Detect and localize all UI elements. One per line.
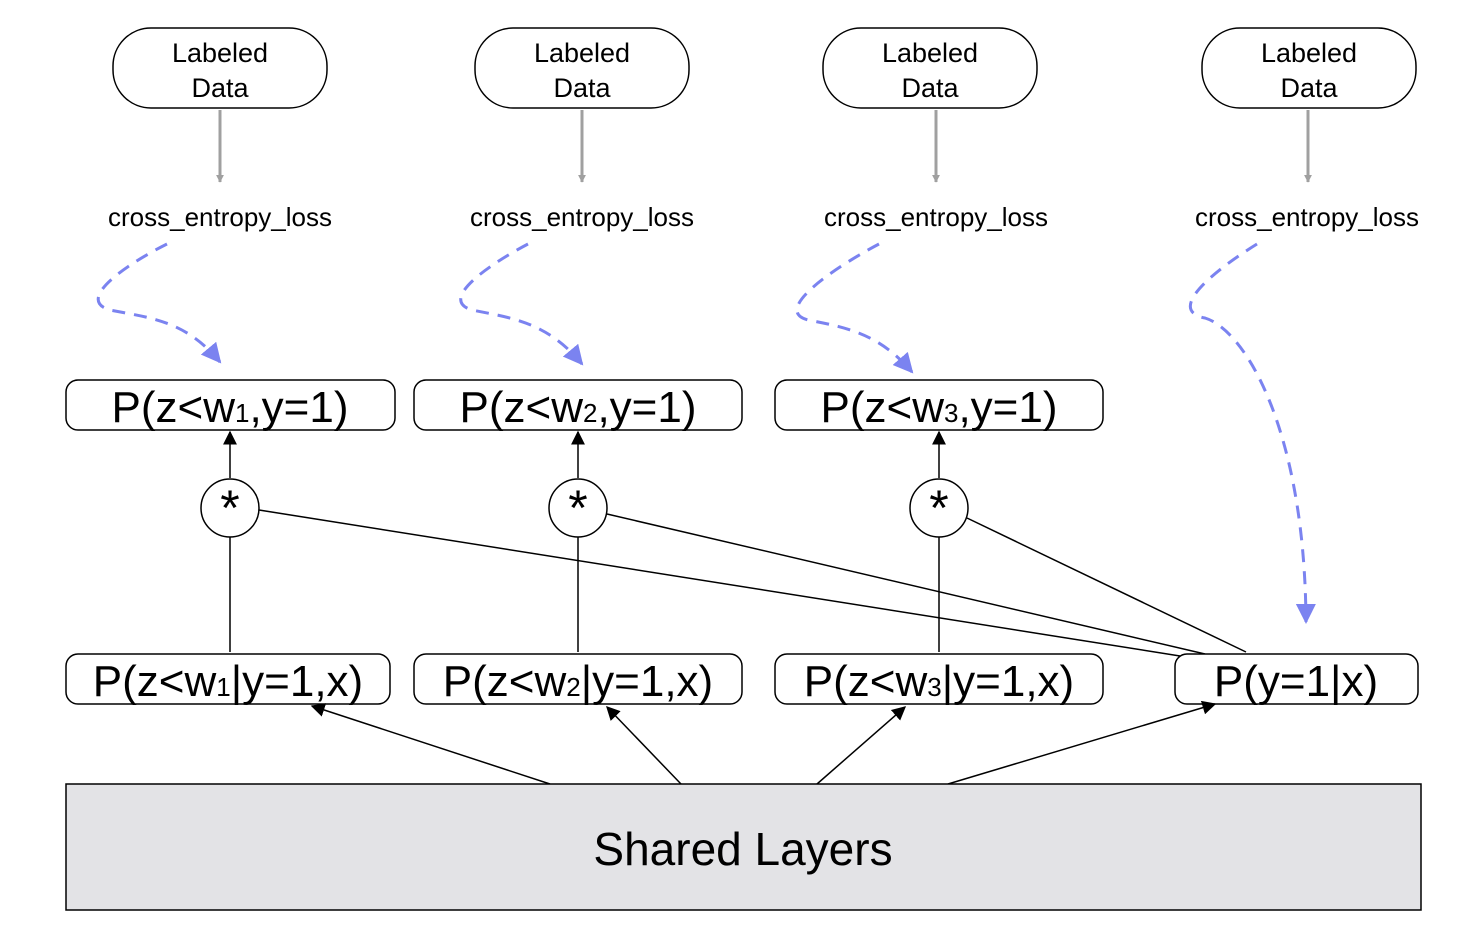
- conditional-node-2: P(z<w2|y=1,x): [413, 653, 743, 706]
- joint-node-label: P(z<w1,y=1): [112, 383, 349, 432]
- labeled-data-line2: Data: [191, 73, 249, 103]
- shared-to-conditional-arrow-2: [606, 705, 682, 785]
- loss-label-1: cross_entropy_loss: [108, 202, 332, 232]
- conditional-node-label: P(z<w2|y=1,x): [443, 657, 713, 706]
- loss-label-2: cross_entropy_loss: [470, 202, 694, 232]
- conditional-node-3: P(z<w3|y=1,x): [774, 653, 1104, 706]
- joint-node-1: P(z<w1,y=1): [65, 379, 396, 432]
- multiply-node-2: *: [548, 478, 608, 538]
- conditional-node-label: P(z<w3|y=1,x): [804, 657, 1074, 706]
- joint-node-3: P(z<w3,y=1): [774, 379, 1104, 432]
- labeled-data-line1: Labeled: [1261, 38, 1357, 68]
- shared-layers-block: Shared Layers: [65, 783, 1422, 911]
- shared-to-conditional-arrow-1: [310, 703, 551, 785]
- loss-label-4: cross_entropy_loss: [1195, 202, 1419, 232]
- joint-node-label: P(z<w2,y=1): [460, 383, 697, 432]
- labeled-data-node-1: Labeled Data: [112, 27, 328, 109]
- marginal-to-multiply-line-2: [606, 513, 1206, 655]
- shared-to-conditional-arrow-3: [816, 706, 907, 785]
- multiply-symbol: *: [220, 480, 239, 536]
- conditional-node-label: P(z<w1|y=1,x): [93, 657, 363, 706]
- marginal-to-multiply-line-3: [966, 517, 1247, 653]
- shared-layers-label: Shared Layers: [593, 823, 892, 875]
- marginal-node: P(y=1|x): [1174, 653, 1419, 706]
- multiply-node-3: *: [909, 478, 969, 538]
- loss-gradient-arrow-4: [1188, 242, 1316, 624]
- conditional-node-1: P(z<w1|y=1,x): [65, 653, 391, 706]
- labeled-data-line1: Labeled: [172, 38, 268, 68]
- marginal-to-multiply-line-1: [258, 509, 1181, 657]
- labeled-data-line1: Labeled: [534, 38, 630, 68]
- loss-gradient-arrow-2: [459, 242, 584, 366]
- labeled-data-line2: Data: [553, 73, 611, 103]
- multiply-node-1: *: [200, 478, 260, 538]
- loss-gradient-arrow-1: [96, 242, 222, 364]
- labeled-data-node-2: Labeled Data: [474, 27, 690, 109]
- labeled-data-line2: Data: [901, 73, 959, 103]
- joint-node-2: P(z<w2,y=1): [413, 379, 743, 432]
- labeled-data-node-4: Labeled Data: [1201, 27, 1417, 109]
- labeled-data-line1: Labeled: [882, 38, 978, 68]
- joint-node-label: P(z<w3,y=1): [821, 383, 1058, 432]
- loss-gradient-arrow-3: [795, 242, 914, 374]
- shared-to-marginal-arrow: [947, 700, 1217, 785]
- loss-label-3: cross_entropy_loss: [824, 202, 1048, 232]
- labeled-data-node-3: Labeled Data: [822, 27, 1038, 109]
- marginal-node-label: P(y=1|x): [1214, 657, 1378, 706]
- labeled-data-line2: Data: [1280, 73, 1338, 103]
- multiply-symbol: *: [568, 480, 587, 536]
- multiply-symbol: *: [929, 480, 948, 536]
